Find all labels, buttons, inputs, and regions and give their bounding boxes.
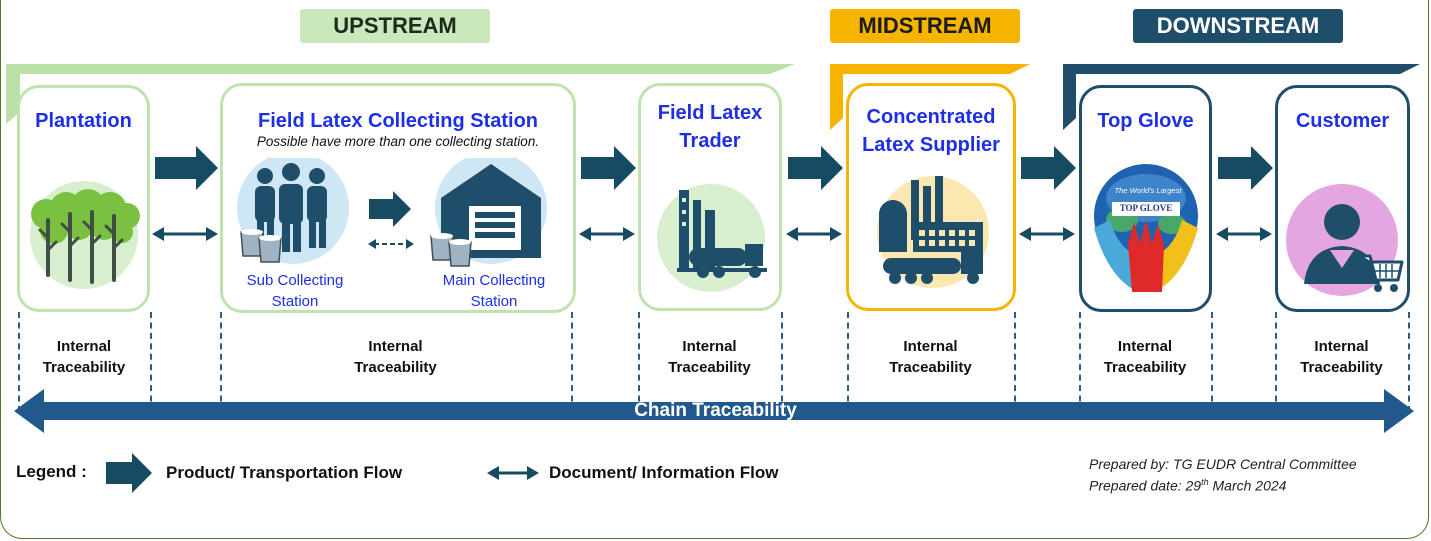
prepared-date-prefix: Prepared date: 29 <box>1089 477 1202 494</box>
divider-12 <box>1408 312 1410 412</box>
internal-traceability-line1: Internal <box>903 338 958 355</box>
product-arrow-1 <box>155 146 218 190</box>
divider-8 <box>1014 312 1016 412</box>
internal-traceability-line1: Internal <box>1117 338 1173 355</box>
main-collecting-label-2: Station <box>470 293 518 310</box>
divider-4 <box>571 312 573 412</box>
legend-document-arrow-icon <box>487 466 539 480</box>
stage-downstream: DOWNSTREAM <box>1133 9 1343 43</box>
internal-traceability-line1: Internal <box>56 338 112 355</box>
legend-product-arrow-icon <box>106 453 152 493</box>
globe-gloves-icon <box>1094 164 1198 292</box>
node-customer: Customer <box>1275 85 1410 312</box>
stage-brackets <box>6 64 1420 130</box>
node-collecting-title: Field Latex Collecting Station <box>257 110 539 132</box>
internal-traceability-line1: Internal <box>1314 338 1369 355</box>
midstream-bracket <box>830 64 1030 130</box>
node-supplier-title-2: Latex Supplier <box>862 134 1000 156</box>
node-trader-title-2: Trader <box>679 130 741 152</box>
internal-traceability-line2: Traceability <box>1300 359 1383 376</box>
legend-label: Legend : <box>16 462 87 481</box>
main-collecting-label-1: Main Collecting <box>442 272 546 289</box>
divider-3 <box>220 312 222 412</box>
people-buckets-icon <box>237 158 349 264</box>
tanker-factory-icon <box>657 184 767 292</box>
internal-traceability-line2: Traceability <box>1103 359 1187 376</box>
legend-product-flow: Product/ Transportation Flow <box>166 463 403 482</box>
divider-7 <box>847 312 849 412</box>
divider-5 <box>638 312 640 412</box>
product-arrow-3 <box>788 146 843 190</box>
collecting-note: Possible have more than one collecting s… <box>256 134 540 149</box>
node-topglove-title: Top Glove <box>1097 110 1194 132</box>
factory-truck-icon <box>877 176 989 288</box>
internal-traceability-line2: Traceability <box>668 359 751 376</box>
customer-cart-icon <box>1286 184 1404 296</box>
plantation-trees-icon <box>30 181 140 289</box>
chain-traceability-arrow <box>14 389 1414 433</box>
divider-9 <box>1079 312 1081 412</box>
prepared-date-suffix: March 2024 <box>1208 477 1287 494</box>
divider-6 <box>781 312 783 412</box>
flow-arrows <box>152 146 1273 241</box>
stage-midstream: MIDSTREAM <box>830 9 1020 43</box>
document-arrow-2 <box>579 227 635 241</box>
document-arrow-1 <box>152 227 218 241</box>
node-top-glove: Top Glove The World's Largest TOP GLOVE <box>1079 85 1212 312</box>
divider-2 <box>150 312 152 412</box>
prepared-date-sup: th <box>1201 477 1209 487</box>
internal-traceability-line2: Traceability <box>42 359 126 376</box>
product-arrow-4 <box>1021 146 1076 190</box>
divider-10 <box>1211 312 1213 412</box>
internal-traceability-line1: Internal <box>368 338 423 355</box>
product-arrow-2 <box>581 146 636 190</box>
globe-caption: The World's Largest <box>1114 186 1182 195</box>
prepared-date: Prepared date: 29th March 2024 <box>1089 477 1286 494</box>
sub-collecting-label-2: Station <box>271 293 319 310</box>
chain-traceability-label: Chain Traceability <box>634 400 797 421</box>
node-plantation: Plantation <box>17 85 150 312</box>
node-collecting-station: Field Latex Collecting Station Possible … <box>220 83 576 313</box>
document-arrow-3 <box>786 227 842 241</box>
product-arrow-5 <box>1218 146 1273 190</box>
node-trader-title-1: Field Latex <box>657 102 763 124</box>
legend-document-flow: Document/ Information Flow <box>549 463 779 482</box>
internal-traceability-line2: Traceability <box>889 359 972 376</box>
document-arrow-5 <box>1216 227 1272 241</box>
divider-1 <box>18 312 20 412</box>
node-customer-title: Customer <box>1295 110 1390 132</box>
stage-upstream: UPSTREAM <box>300 9 490 43</box>
upstream-bracket <box>6 64 795 124</box>
topglove-logo-text: TOP GLOVE <box>1119 203 1173 213</box>
node-field-latex-trader: Field Latex Trader <box>638 83 782 311</box>
warehouse-icon <box>430 158 547 267</box>
document-arrow-4 <box>1019 227 1075 241</box>
node-plantation-title: Plantation <box>35 110 132 132</box>
sub-collecting-label-1: Sub Collecting <box>246 272 344 289</box>
divider-11 <box>1275 312 1277 412</box>
node-concentrated-latex-supplier: Concentrated Latex Supplier <box>846 83 1016 311</box>
internal-traceability-line2: Traceability <box>354 359 437 376</box>
internal-product-arrow-icon <box>369 191 411 227</box>
prepared-by: Prepared by: TG EUDR Central Committee <box>1089 456 1357 472</box>
node-supplier-title-1: Concentrated <box>866 106 996 128</box>
internal-document-arrow-icon <box>368 239 414 249</box>
downstream-bracket <box>1063 64 1420 130</box>
internal-traceability-line1: Internal <box>682 338 737 355</box>
